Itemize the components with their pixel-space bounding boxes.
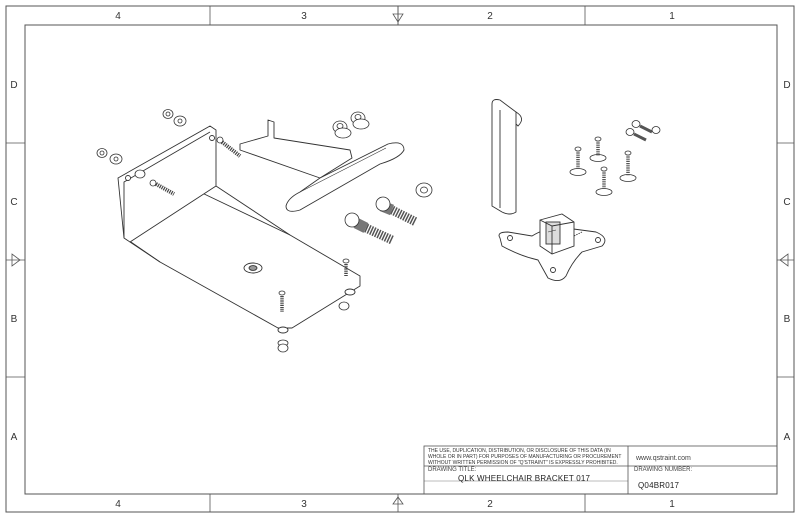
col-label-bottom: 4	[115, 499, 121, 510]
flange-nuts-middle	[332, 111, 433, 198]
inner-frame	[24, 24, 778, 495]
row-label-left: D	[10, 80, 17, 91]
bracket-plate	[117, 119, 405, 334]
cross-plate	[498, 213, 606, 281]
col-label-top: 3	[301, 11, 307, 22]
washers-nuts-left	[96, 109, 350, 353]
col-label-bottom: 3	[301, 499, 307, 510]
zone-labels: 4 3 2 1 4 3 2 1 D C B A D C B A	[10, 11, 790, 510]
drawing-number: Q04BR017	[638, 481, 680, 490]
zone-ticks	[6, 6, 794, 512]
drawing-title-label: DRAWING TITLE:	[428, 467, 477, 473]
drawing-title: QLK WHEELCHAIR BRACKET 017	[458, 474, 591, 483]
outer-frame	[5, 5, 795, 513]
row-label-left: C	[10, 197, 17, 208]
col-label-bottom: 2	[487, 499, 493, 510]
centering-marks	[11, 6, 789, 505]
row-label-right: A	[784, 432, 791, 443]
screws-left	[149, 136, 350, 312]
col-label-top: 4	[115, 11, 121, 22]
website-text: www.qstraint.com	[636, 455, 691, 462]
row-label-right: C	[783, 197, 790, 208]
row-label-left: B	[11, 314, 18, 325]
col-label-top: 1	[669, 11, 675, 22]
bolts-middle	[344, 196, 419, 245]
row-label-left: A	[11, 432, 18, 443]
col-label-top: 2	[487, 11, 493, 22]
pins-right	[569, 136, 637, 196]
row-label-right: B	[784, 314, 791, 325]
drawing-number-label: DRAWING NUMBER:	[634, 467, 693, 473]
disclaimer-text: THE USE, DUPLICATION, DISTRIBUTION, OR D…	[428, 448, 622, 466]
col-label-bottom: 1	[669, 499, 675, 510]
strap	[491, 99, 522, 215]
row-label-right: D	[783, 80, 790, 91]
title-block-frame	[423, 445, 778, 495]
nuts-right	[625, 120, 661, 142]
